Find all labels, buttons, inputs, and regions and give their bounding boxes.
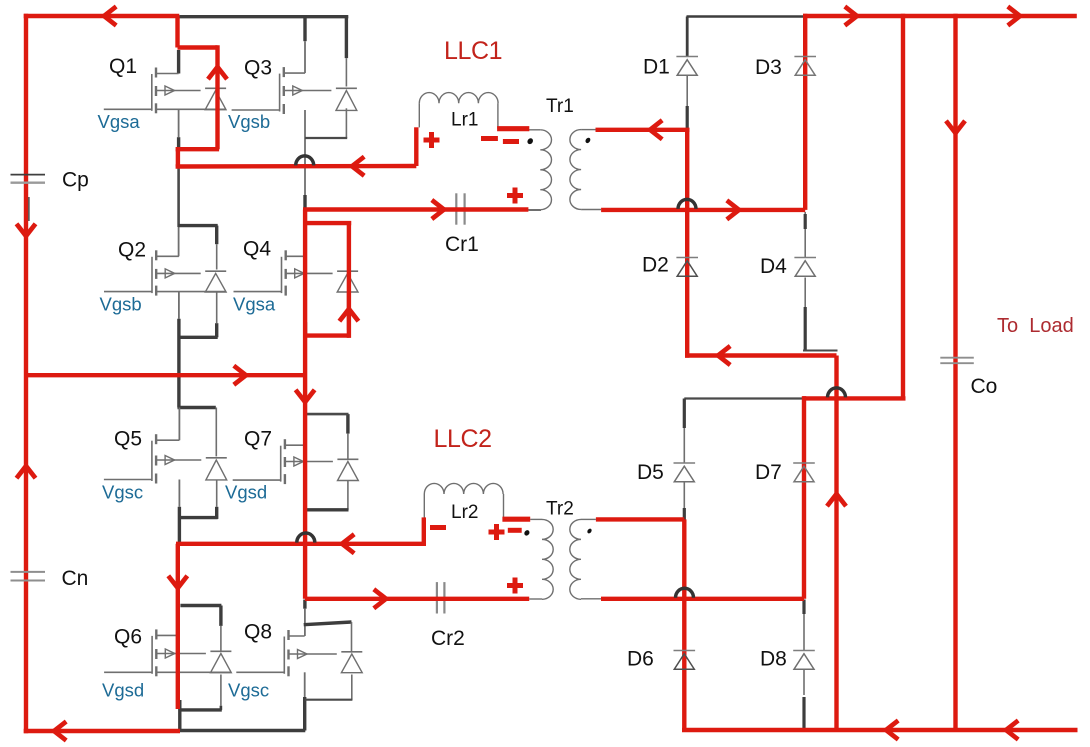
svg-text:Tr2: Tr2: [546, 499, 574, 520]
svg-text:Vgsb: Vgsb: [228, 111, 270, 132]
svg-text:Lr1: Lr1: [451, 110, 478, 131]
svg-text:Vgsd: Vgsd: [225, 482, 267, 503]
svg-text:Cp: Cp: [62, 169, 89, 192]
svg-text:Vgsb: Vgsb: [100, 294, 142, 315]
svg-text:Cn: Cn: [62, 567, 89, 590]
svg-text:D2: D2: [642, 254, 669, 277]
svg-text:Tr1: Tr1: [546, 96, 574, 117]
svg-text:LLC1: LLC1: [444, 37, 502, 65]
svg-text:D4: D4: [760, 255, 787, 278]
svg-text:Q6: Q6: [114, 626, 142, 649]
svg-text:D3: D3: [755, 56, 782, 79]
svg-text:Lr2: Lr2: [451, 502, 478, 523]
svg-text:LLC2: LLC2: [434, 425, 492, 453]
svg-text:To Load: To Load: [997, 315, 1074, 337]
svg-text:Co: Co: [971, 375, 998, 398]
svg-text:Q8: Q8: [244, 621, 272, 644]
svg-text:D8: D8: [760, 648, 787, 671]
svg-text:Cr2: Cr2: [431, 627, 465, 650]
svg-text:Cr1: Cr1: [445, 233, 479, 256]
svg-text:Vgsd: Vgsd: [102, 680, 144, 701]
svg-text:Q7: Q7: [244, 428, 272, 451]
svg-text:Vgsa: Vgsa: [233, 294, 276, 315]
svg-text:D7: D7: [755, 461, 782, 484]
svg-text:Vgsa: Vgsa: [98, 111, 141, 132]
svg-text:Q4: Q4: [243, 238, 271, 261]
svg-text:Q5: Q5: [114, 428, 142, 451]
svg-text:D1: D1: [643, 56, 670, 79]
svg-text:D6: D6: [627, 648, 654, 671]
svg-text:Q2: Q2: [118, 239, 146, 262]
svg-text:Vgsc: Vgsc: [102, 482, 143, 503]
svg-text:D5: D5: [637, 461, 664, 484]
svg-text:Q1: Q1: [109, 55, 137, 78]
svg-text:Vgsc: Vgsc: [228, 680, 269, 701]
svg-text:Q3: Q3: [244, 57, 272, 80]
